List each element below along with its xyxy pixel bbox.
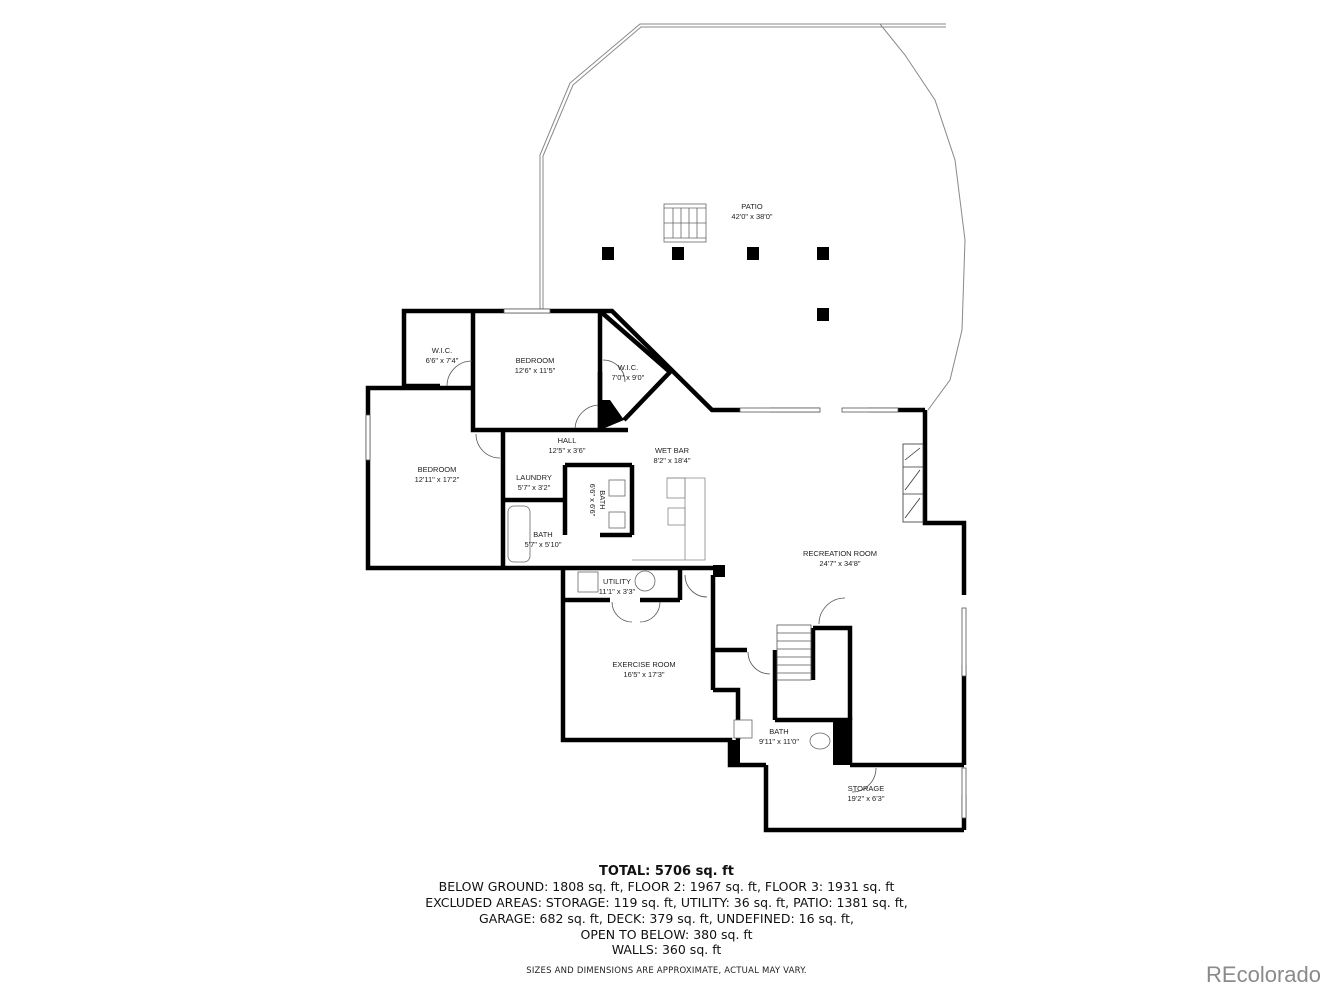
room-label-wic-right: W.I.C. 7'0" x 9'0" (612, 363, 645, 382)
svg-text:BEDROOM: BEDROOM (516, 356, 555, 365)
wall-fills (600, 400, 850, 765)
svg-text:BATH: BATH (769, 727, 788, 736)
svg-text:5'7" x 5'10": 5'7" x 5'10" (525, 540, 562, 549)
room-label-exercise-room: EXERCISE ROOM 16'5" x 17'3" (612, 660, 675, 679)
room-label-laundry: LAUNDRY 5'7" x 3'2" (516, 473, 552, 492)
svg-text:12'6" x 11'5": 12'6" x 11'5" (515, 366, 556, 375)
room-label-wet-bar: WET BAR 8'2" x 18'4" (654, 446, 691, 465)
svg-text:9'11" x 11'0": 9'11" x 11'0" (759, 737, 799, 746)
svg-text:W.I.C.: W.I.C. (432, 346, 452, 355)
patio-posts (602, 247, 829, 321)
brand-watermark: REcolorado (1206, 962, 1321, 987)
svg-text:BEDROOM: BEDROOM (418, 465, 457, 474)
svg-text:11'1" x 3'3": 11'1" x 3'3" (599, 587, 636, 596)
svg-text:RECREATION ROOM: RECREATION ROOM (803, 549, 877, 558)
patio-stairs-icon (663, 203, 707, 243)
svg-text:LAUNDRY: LAUNDRY (516, 473, 552, 482)
interior-stairs-icon (776, 624, 812, 681)
svg-text:8'2" x 18'4": 8'2" x 18'4" (654, 456, 691, 465)
door-swings (446, 359, 877, 793)
svg-text:6'6" x 7'4": 6'6" x 7'4" (426, 356, 459, 365)
disclaimer: SIZES AND DIMENSIONS ARE APPROXIMATE, AC… (526, 966, 807, 976)
svg-text:24'7" x 34'8": 24'7" x 34'8" (819, 559, 860, 568)
fixtures (507, 479, 831, 750)
room-label-patio: PATIO 42'0" x 38'0" (731, 202, 772, 221)
svg-text:5'7" x 3'2": 5'7" x 3'2" (518, 483, 551, 492)
svg-text:6'6" x 6'6": 6'6" x 6'6" (588, 484, 597, 517)
svg-text:PATIO: PATIO (741, 202, 763, 211)
svg-text:EXERCISE ROOM: EXERCISE ROOM (612, 660, 675, 669)
room-label-bedroom-left: BEDROOM 12'11" x 17'2" (415, 465, 460, 484)
room-label-hall: HALL 12'5" x 3'6" (549, 436, 586, 455)
svg-text:WET BAR: WET BAR (655, 446, 690, 455)
svg-text:16'5" x 17'3": 16'5" x 17'3" (623, 670, 664, 679)
floor-areas: BELOW GROUND: 1808 sq. ft, FLOOR 2: 1967… (438, 879, 895, 894)
total-area: TOTAL: 5706 sq. ft (599, 864, 734, 879)
room-label-bath-vertical: BATH 6'6" x 6'6" (588, 484, 607, 517)
walls (365, 308, 967, 833)
svg-text:12'11" x 17'2": 12'11" x 17'2" (415, 475, 460, 484)
svg-text:19'2" x 6'3": 19'2" x 6'3" (848, 794, 885, 803)
svg-text:42'0" x 38'0": 42'0" x 38'0" (731, 212, 772, 221)
excluded-areas-line2: GARAGE: 682 sq. ft, DECK: 379 sq. ft, UN… (479, 911, 854, 926)
svg-text:UTILITY: UTILITY (603, 577, 631, 586)
svg-text:HALL: HALL (558, 436, 577, 445)
excluded-areas-line1: EXCLUDED AREAS: STORAGE: 119 sq. ft, UTI… (425, 895, 908, 910)
room-label-storage: STORAGE 19'2" x 6'3" (848, 784, 885, 803)
room-label-bath-lower: BATH 9'11" x 11'0" (759, 727, 799, 746)
fireplace-icon (902, 443, 924, 523)
room-label-bath-small: BATH 5'7" x 5'10" (525, 530, 562, 549)
windows (365, 308, 967, 819)
room-label-utility: UTILITY 11'1" x 3'3" (599, 577, 636, 596)
svg-text:BATH: BATH (533, 530, 552, 539)
room-label-wic-left: W.I.C. 6'6" x 7'4" (426, 346, 459, 365)
svg-text:12'5" x 3'6": 12'5" x 3'6" (549, 446, 586, 455)
svg-text:STORAGE: STORAGE (848, 784, 885, 793)
patio-outline (539, 23, 966, 411)
walls-area: WALLS: 360 sq. ft (611, 942, 722, 957)
room-label-bedroom-top: BEDROOM 12'6" x 11'5" (515, 356, 556, 375)
wet-bar-counter (632, 477, 706, 561)
svg-text:7'0" x 9'0": 7'0" x 9'0" (612, 373, 645, 382)
svg-text:W.I.C.: W.I.C. (618, 363, 638, 372)
svg-text:BATH: BATH (598, 490, 607, 509)
open-to-below: OPEN TO BELOW: 380 sq. ft (580, 927, 753, 942)
room-label-recreation-room: RECREATION ROOM 24'7" x 34'8" (803, 549, 877, 568)
